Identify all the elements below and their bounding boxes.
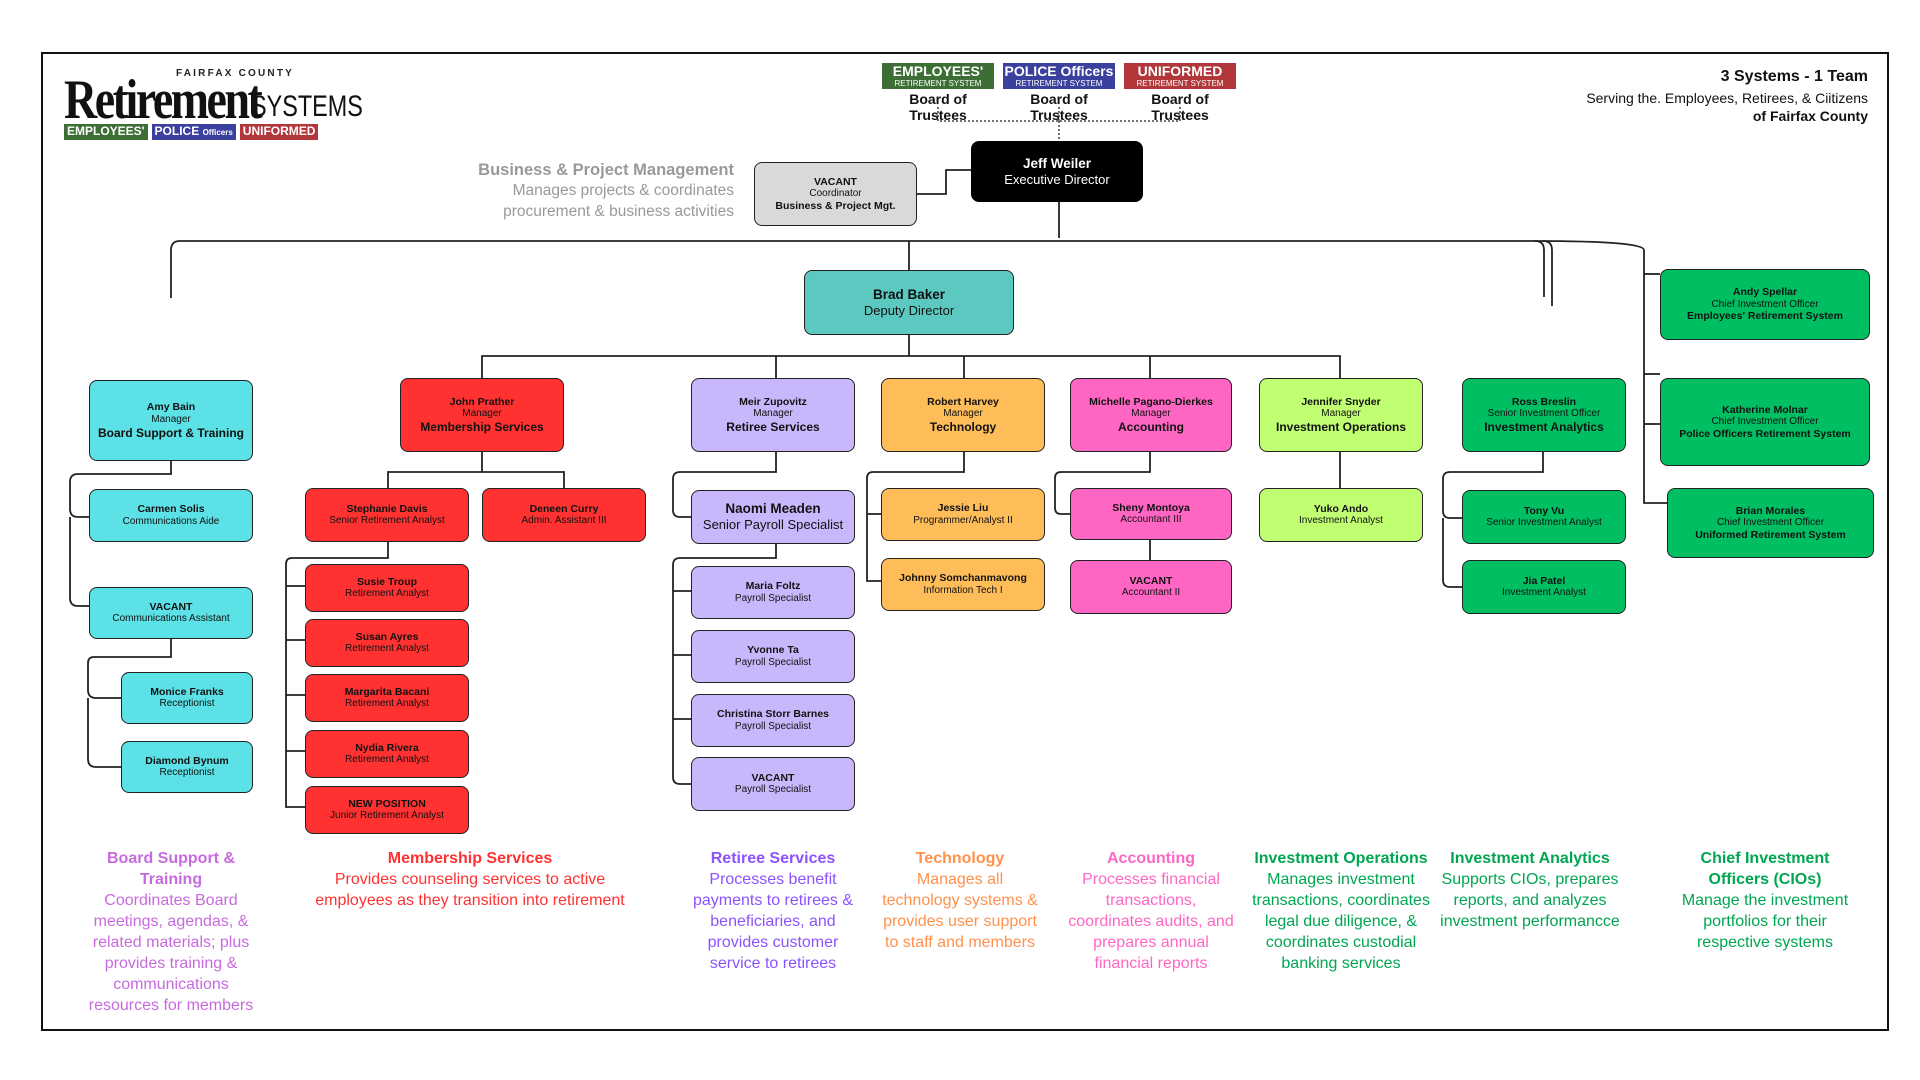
trustee-board-label: Board of Trustees (1030, 91, 1088, 123)
trustee-board-label: Board of Trustees (1151, 91, 1209, 123)
logo-retirement: Retirement (64, 69, 263, 131)
bpm-line: Manages projects & coordinates (512, 182, 734, 199)
top-bus (170, 240, 1545, 298)
logo-systems: SYSTEMS (251, 90, 363, 123)
trustee-board-label: Board of Trustees (909, 91, 967, 123)
desc-chief-investment-officers: Chief Investment Officers (CIOs)Manage t… (1681, 850, 1849, 951)
tagline-serving: Serving the. Employees, Retirees, & Ciit… (1586, 90, 1868, 106)
logo-tag-police: POLICE Officers (151, 124, 236, 140)
exec-bpm-connector (917, 169, 971, 195)
trustee-employees: EMPLOYEES'RETIREMENT SYSTEM Board of Tru… (882, 63, 994, 123)
tagline-title: 3 Systems - 1 Team (1720, 68, 1868, 85)
logo-tag-uniformed: UNIFORMED (239, 124, 319, 140)
bpm-heading: Business & Project Management (478, 161, 734, 179)
trustee-badge: EMPLOYEES'RETIREMENT SYSTEM (882, 63, 994, 89)
logo-tag-employees: EMPLOYEES' (64, 124, 148, 140)
logo-county: FAIRFAX COUNTY (176, 68, 295, 79)
trustee-connector (937, 107, 1181, 141)
tagline: 3 Systems - 1 Team Serving the. Employee… (1586, 68, 1868, 124)
tagline-county: of Fairfax County (1752, 108, 1868, 124)
bpm-line: procurement & business activities (503, 203, 734, 220)
fairfax-logo: FAIRFAX COUNTY Retirement SYSTEMS EMPLOY… (64, 68, 363, 142)
bpm-description: Business & Project Management Manages pr… (420, 161, 734, 222)
deputy-bus (481, 335, 1341, 378)
chart-border (41, 52, 1889, 1031)
